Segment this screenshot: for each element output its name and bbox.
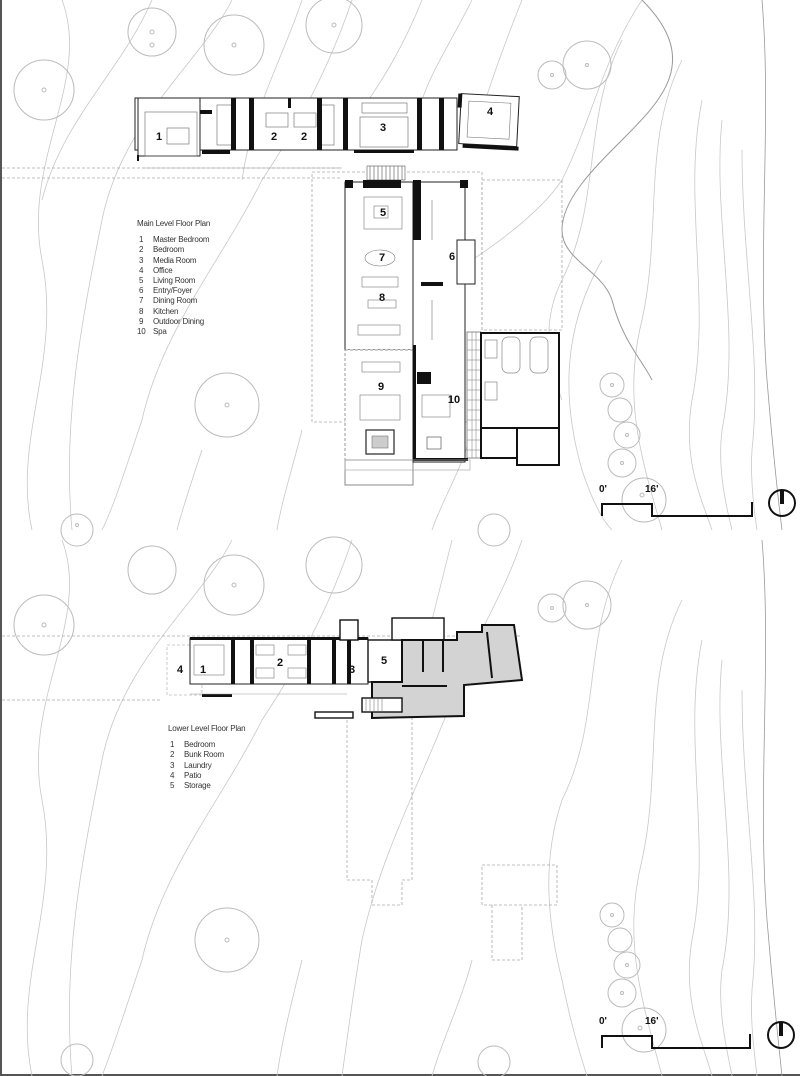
scale-start-label: 0'	[599, 1016, 607, 1027]
plan-label-dining: 7	[378, 252, 386, 264]
plan-label-kitchen: 8	[378, 292, 386, 304]
plan-label-bedroom: 1	[199, 664, 207, 676]
plan-label-entry: 6	[448, 251, 456, 263]
plan-label-media-room: 3	[379, 122, 387, 134]
plan-label-living-room: 5	[379, 207, 387, 219]
plan-label-spa: 10	[447, 394, 461, 406]
scale-end-label: 16'	[645, 1016, 659, 1027]
plan-label-bedroom-b: 2	[300, 131, 308, 143]
legend-title: Lower Level Floor Plan	[168, 724, 246, 733]
storage-area	[371, 624, 524, 720]
plan-label-bunk-room: 2	[276, 657, 284, 669]
plan-label-patio: 4	[176, 664, 184, 676]
scale-bar-lower	[601, 1034, 751, 1049]
north-arrow-icon	[768, 489, 796, 517]
plan-label-bedroom-a: 2	[270, 131, 278, 143]
legend-title: Main Level Floor Plan	[137, 219, 211, 228]
plan-label-office: 4	[486, 106, 494, 118]
plan-label-laundry: 3	[348, 664, 356, 676]
scale-start-label: 0'	[599, 484, 607, 495]
scale-end-label: 16'	[645, 484, 659, 495]
north-arrow-icon	[767, 1021, 795, 1049]
plan-label-outdoor-dining: 9	[377, 381, 385, 393]
plan-label-master-bedroom: 1	[155, 131, 163, 143]
scale-bar-main	[601, 502, 753, 517]
plan-label-storage: 5	[380, 655, 388, 667]
